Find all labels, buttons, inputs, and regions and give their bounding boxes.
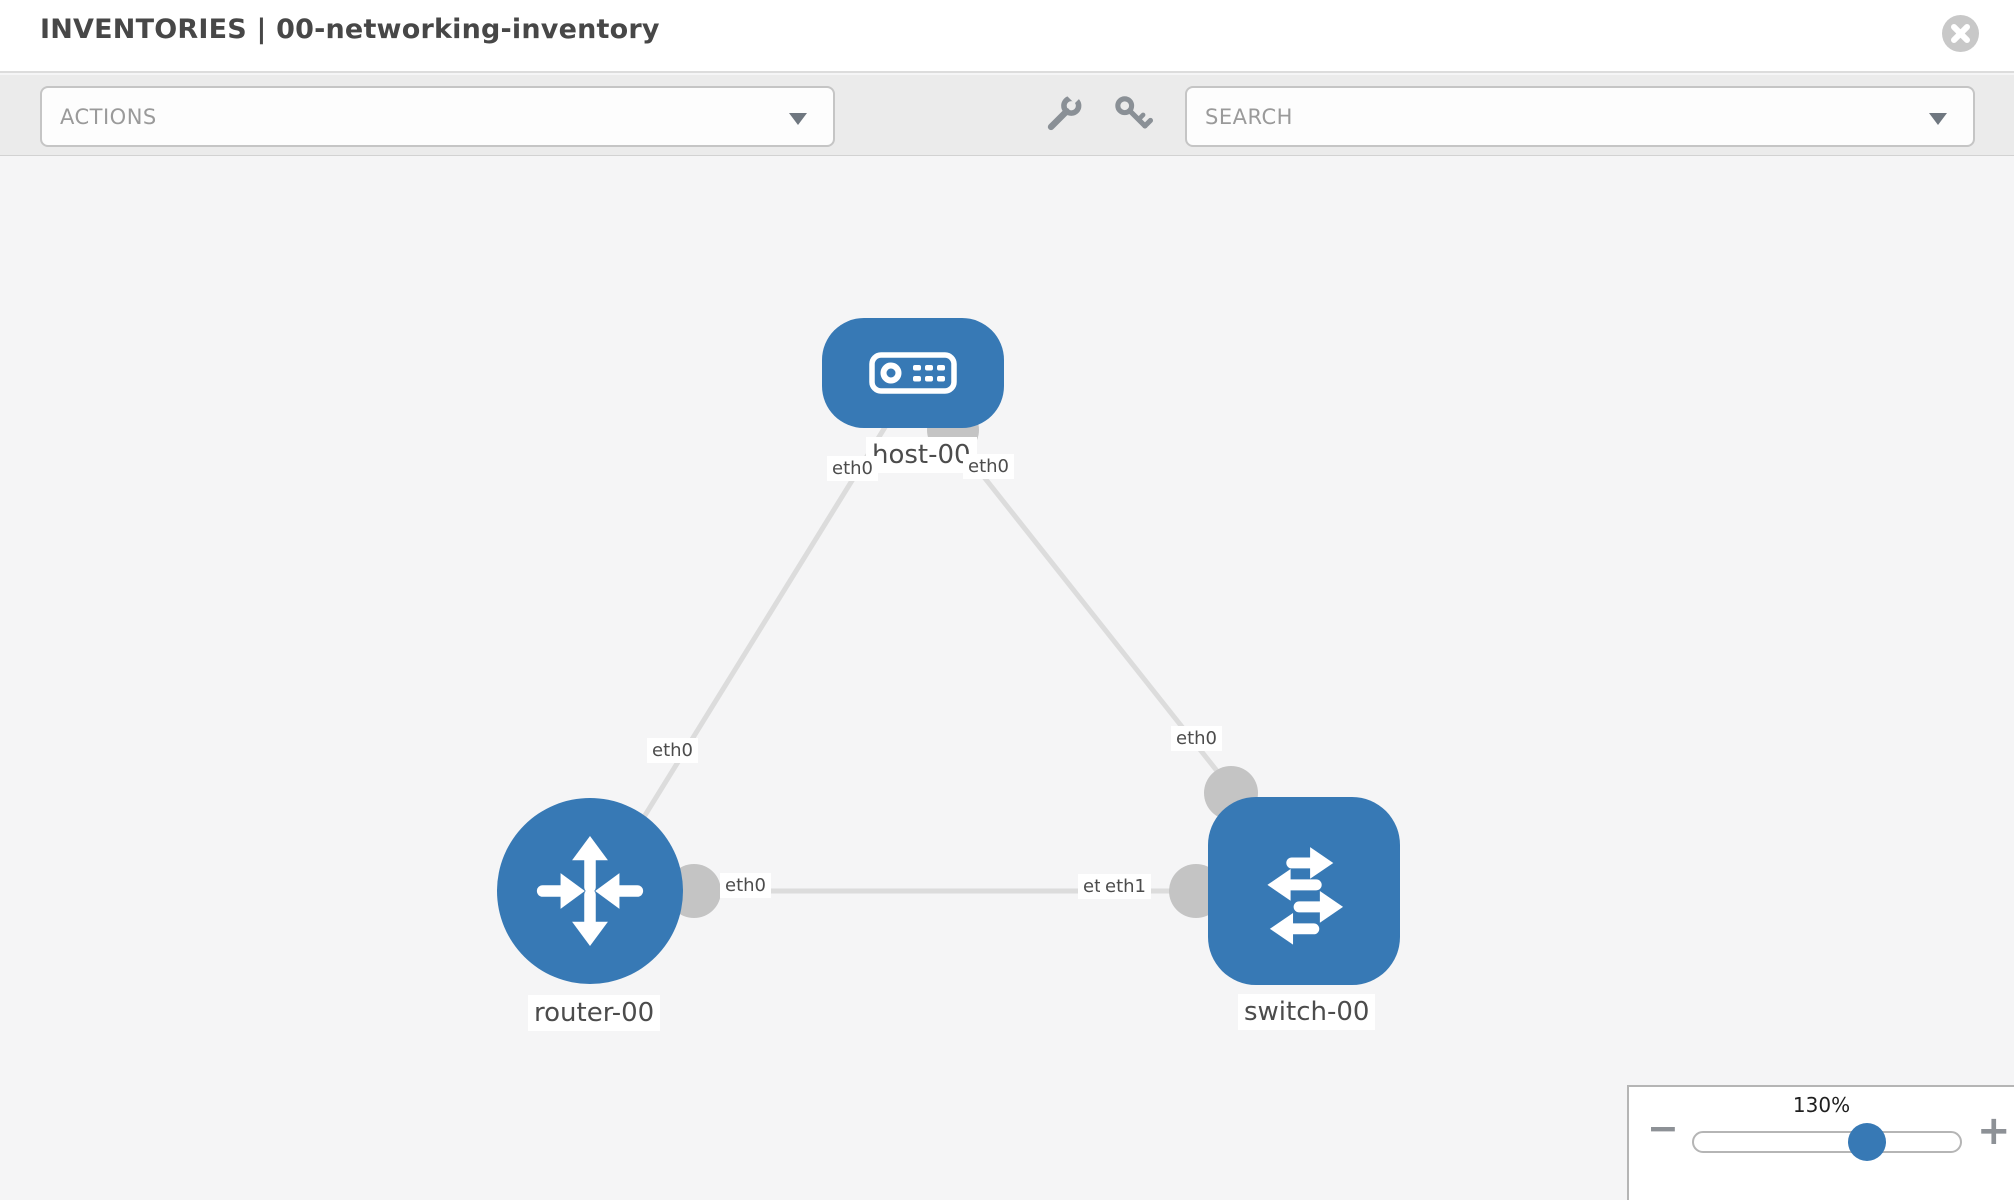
chevron-down-icon bbox=[789, 113, 807, 125]
zoom-level-readout: 130% bbox=[1792, 1093, 1851, 1117]
node-switch-00[interactable] bbox=[1208, 797, 1400, 985]
close-icon bbox=[1951, 24, 1970, 43]
search-dropdown-label: SEARCH bbox=[1205, 104, 1293, 129]
zoom-slider[interactable] bbox=[1692, 1123, 1962, 1161]
search-dropdown[interactable]: SEARCH bbox=[1185, 86, 1975, 147]
interface-label: eth1 bbox=[1100, 874, 1151, 899]
toolbar: ACTIONS SEARCH bbox=[0, 75, 2014, 156]
node-label-host[interactable]: host-00 bbox=[866, 437, 977, 473]
interface-label: eth0 bbox=[963, 454, 1014, 479]
close-button[interactable] bbox=[1942, 15, 1979, 52]
actions-dropdown[interactable]: ACTIONS bbox=[40, 86, 835, 147]
wrench-icon[interactable] bbox=[1040, 91, 1086, 137]
page-title: INVENTORIES | 00-networking-inventory bbox=[40, 14, 660, 45]
header: INVENTORIES | 00-networking-inventory bbox=[0, 0, 2014, 73]
zoom-panel: 130% − + bbox=[1627, 1085, 2014, 1200]
node-router-00[interactable] bbox=[497, 798, 683, 984]
chevron-down-icon bbox=[1929, 113, 1947, 125]
router-icon bbox=[536, 835, 644, 947]
node-host-00[interactable] bbox=[822, 318, 1004, 428]
actions-dropdown-label: ACTIONS bbox=[60, 104, 157, 129]
switch-icon bbox=[1267, 847, 1344, 945]
interface-label: eth0 bbox=[647, 738, 698, 763]
zoom-out-button[interactable]: − bbox=[1647, 1106, 1679, 1150]
zoom-slider-thumb[interactable] bbox=[1848, 1123, 1886, 1161]
host-icon bbox=[869, 352, 957, 394]
node-label-switch[interactable]: switch-00 bbox=[1238, 994, 1376, 1030]
key-icon[interactable] bbox=[1110, 91, 1156, 137]
node-label-router[interactable]: router-00 bbox=[528, 995, 661, 1031]
zoom-in-button[interactable]: + bbox=[1977, 1108, 2011, 1154]
interface-label: eth0 bbox=[1171, 726, 1222, 751]
interface-label: eth0 bbox=[827, 456, 878, 481]
interface-label: eth0 bbox=[720, 873, 771, 898]
